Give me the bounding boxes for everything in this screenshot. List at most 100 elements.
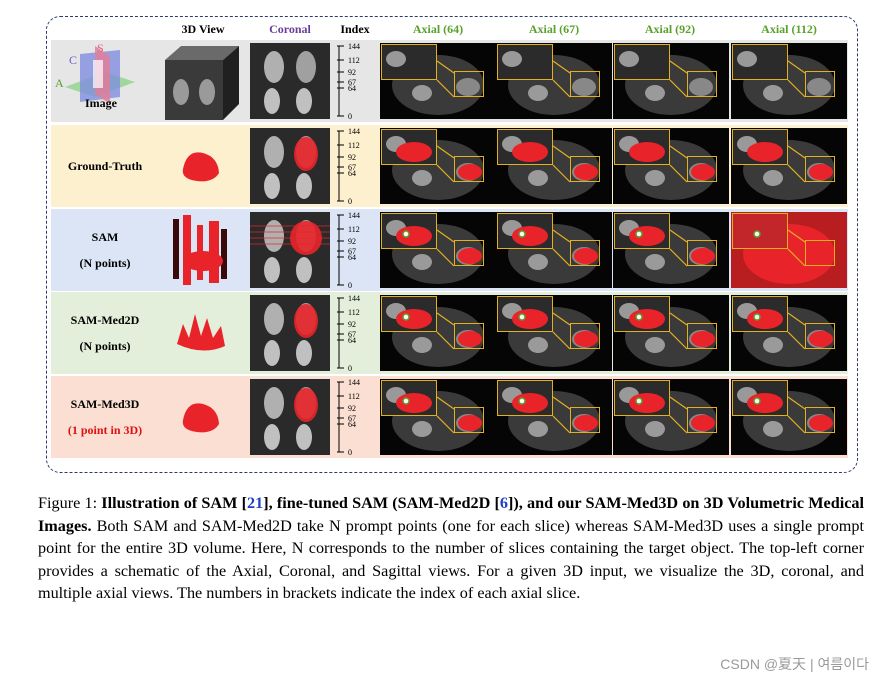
zoom-inset — [381, 380, 437, 416]
zoom-region-box — [805, 323, 835, 349]
kidney-left — [264, 424, 280, 450]
header-axial-112: Axial (112) — [761, 22, 817, 36]
axial-mask — [574, 331, 598, 347]
kidney-left — [173, 79, 189, 105]
organ — [528, 170, 548, 186]
scale-tick-label: 112 — [348, 392, 360, 401]
prompt-point — [402, 397, 410, 405]
organ — [763, 170, 783, 186]
zoom-region-box — [805, 71, 835, 97]
scale-tick-label: 92 — [348, 153, 356, 162]
organ — [572, 78, 596, 96]
kidney-left — [264, 173, 280, 199]
3d-mask-spike — [173, 219, 179, 279]
figure-frame — [46, 16, 858, 473]
organ — [645, 337, 665, 353]
zoom-inset — [732, 129, 788, 165]
inset-mask — [629, 142, 665, 162]
zoom-connector — [669, 396, 688, 434]
scale-tick-label: 144 — [348, 378, 360, 387]
zoom-connector — [436, 60, 455, 98]
scale-tick-label: 144 — [348, 127, 360, 136]
zoom-inset — [614, 213, 670, 249]
axial-mask — [809, 331, 833, 347]
scale-tick-label: 0 — [348, 197, 352, 205]
axial-mask — [574, 415, 598, 431]
kidney-right — [296, 88, 312, 114]
zoom-inset — [614, 296, 670, 332]
3d-view-render — [182, 403, 219, 433]
kidney-right — [296, 424, 312, 450]
zoom-connector — [552, 396, 571, 434]
axis-letter: C — [69, 53, 77, 67]
zoom-connector — [436, 229, 455, 267]
inset-mask — [512, 142, 548, 162]
zoom-inset — [732, 44, 788, 80]
cube-side — [223, 46, 239, 120]
prompt-point — [635, 397, 643, 405]
zoom-connector — [669, 312, 688, 350]
3d-view-render — [165, 46, 239, 120]
axial-slice — [731, 295, 847, 371]
zoom-connector — [787, 312, 806, 350]
organ — [412, 170, 432, 186]
kidney-left — [264, 340, 280, 366]
3d-mask-spike — [221, 229, 227, 279]
zoom-connector — [436, 312, 455, 350]
row-label: Image — [85, 96, 117, 110]
row-label: Ground-Truth — [67, 159, 143, 173]
axial-slice — [380, 295, 496, 371]
axial-slice — [613, 212, 729, 288]
ref-link-21[interactable]: 21 — [247, 494, 264, 512]
axial-slice — [613, 295, 729, 371]
axial-slice — [731, 43, 847, 119]
coronal-mask — [294, 388, 318, 422]
3d-mask-blob — [182, 403, 219, 433]
zoom-region-box — [687, 240, 717, 266]
scale-tick-label: 0 — [348, 448, 352, 456]
axis-letter: A — [55, 76, 64, 90]
zoom-inset — [614, 129, 670, 165]
3d-view-render — [182, 152, 219, 182]
scale-tick-label: 92 — [348, 237, 356, 246]
3d-mask-blob — [182, 152, 219, 182]
zoom-inset — [732, 380, 788, 416]
coronal-slice — [250, 212, 330, 288]
organ — [645, 170, 665, 186]
zoom-inset — [497, 296, 553, 332]
zoom-region-box — [454, 156, 484, 182]
organ — [645, 254, 665, 270]
coronal-slice — [250, 128, 330, 204]
scale-tick-label: 64 — [348, 336, 356, 345]
ref-link-6[interactable]: 6 — [499, 494, 508, 512]
axial-slice — [380, 43, 496, 119]
organ-upper-left — [264, 220, 284, 252]
axial-slice — [380, 128, 496, 204]
coronal-mask — [294, 137, 318, 171]
axial-slice — [731, 379, 847, 455]
zoom-inset — [381, 213, 437, 249]
coronal-slice — [250, 379, 330, 455]
header-axial-92: Axial (92) — [644, 22, 696, 36]
kidney-right — [296, 340, 312, 366]
prompt-point — [518, 313, 526, 321]
organ — [645, 85, 665, 101]
zoom-inset — [381, 296, 437, 332]
scale-tick-label: 67 — [348, 330, 356, 339]
prompt-point — [753, 313, 761, 321]
zoom-region-box — [805, 156, 835, 182]
organ — [528, 421, 548, 437]
zoom-region-box — [454, 407, 484, 433]
kidney-left — [264, 257, 280, 283]
axial-slice — [613, 128, 729, 204]
scale-tick-label: 64 — [348, 169, 356, 178]
organ — [763, 421, 783, 437]
scale-tick-label: 67 — [348, 247, 356, 256]
organ — [763, 337, 783, 353]
zoom-inset — [381, 129, 437, 165]
axial-slice — [380, 212, 496, 288]
axial-mask — [458, 415, 482, 431]
